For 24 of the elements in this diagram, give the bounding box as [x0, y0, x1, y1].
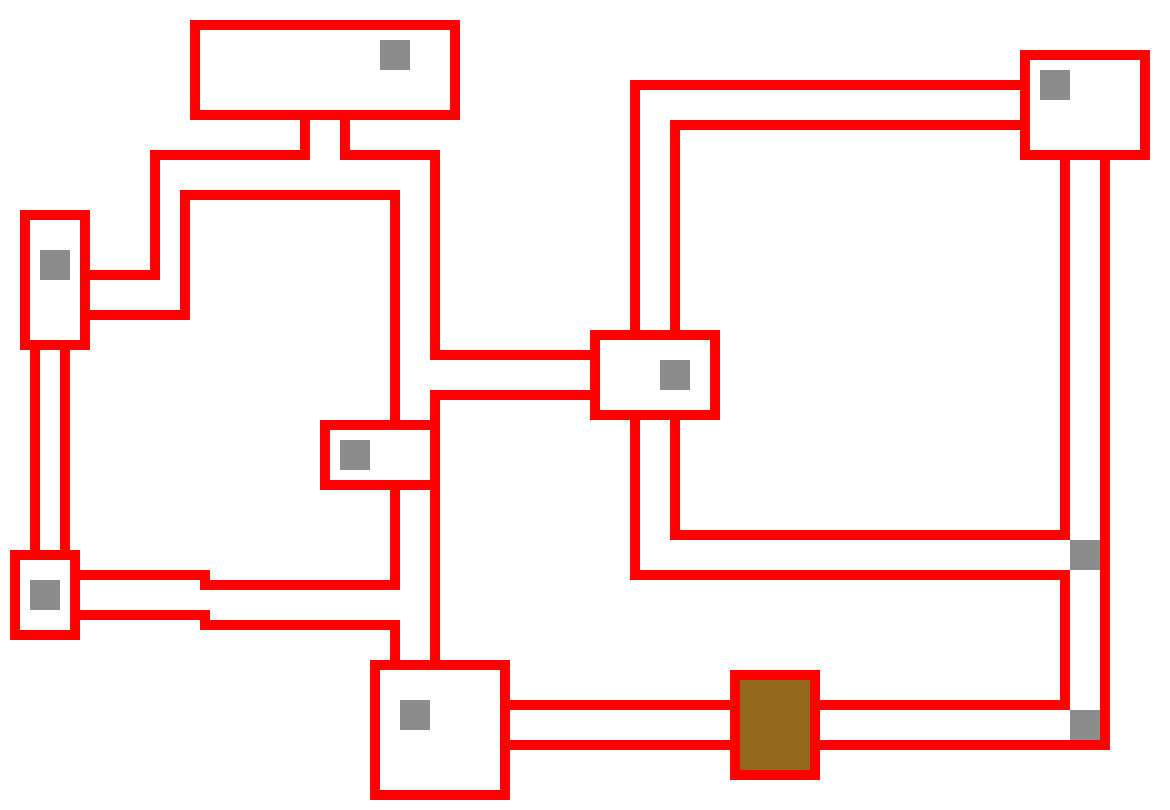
- room-box: [370, 660, 510, 800]
- wall-line: [670, 160, 1070, 540]
- wall-line: [60, 350, 70, 550]
- room-box: [20, 210, 90, 350]
- wall-line: [630, 420, 1070, 710]
- wall-line: [90, 190, 400, 420]
- room-box: [190, 20, 460, 120]
- room-box: [10, 550, 80, 640]
- wall-line: [430, 490, 440, 660]
- wall-line: [30, 350, 40, 550]
- filled-box: [730, 670, 820, 780]
- wall-line: [340, 120, 590, 360]
- wall-line: [80, 490, 400, 590]
- room-box: [590, 330, 720, 420]
- wall-line: [630, 80, 1020, 330]
- wall-line: [80, 610, 400, 660]
- wall-line: [820, 160, 1110, 750]
- wall-line: [670, 120, 1020, 330]
- wall-line: [430, 390, 590, 420]
- wall-line: [510, 740, 730, 750]
- wall-line: [510, 700, 730, 710]
- wall-line: [90, 120, 310, 280]
- room-box: [1020, 50, 1150, 160]
- room-box: [320, 420, 440, 490]
